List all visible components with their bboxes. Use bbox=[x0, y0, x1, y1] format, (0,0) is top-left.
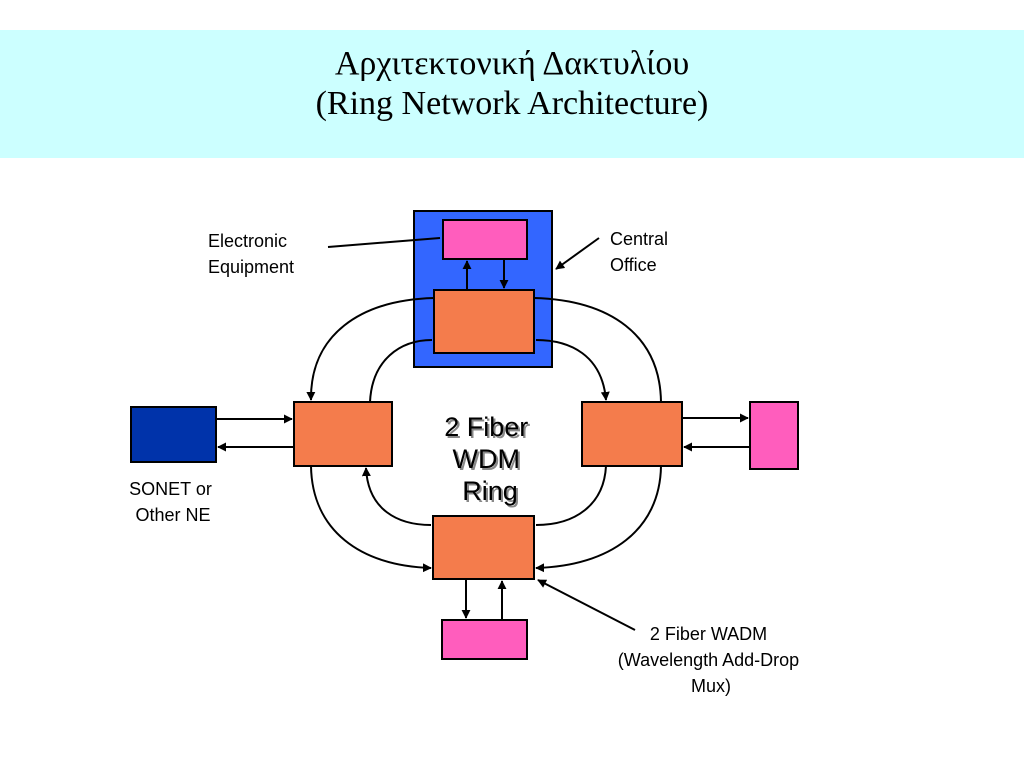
electronic-equipment-box bbox=[442, 219, 528, 260]
title-greek: Αρχιτεκτονική Δακτυλίου bbox=[334, 45, 690, 82]
central-office-pointer bbox=[555, 237, 600, 270]
wadm-node-bottom bbox=[432, 515, 535, 580]
inner-ring-bottom-right bbox=[535, 465, 607, 526]
central-office-label: Central Office bbox=[610, 229, 673, 275]
outer-ring-top-right bbox=[533, 297, 662, 403]
electronic-equipment-label: Electronic Equipment bbox=[208, 231, 294, 277]
wadm-node-left bbox=[293, 401, 393, 467]
outer-ring-top-left bbox=[306, 297, 435, 401]
outer-ring-bottom-left bbox=[310, 465, 432, 573]
wadm-label: 2 Fiber WADM (Wavelength Add-Drop Mux) bbox=[618, 624, 804, 696]
bottom-equipment-box bbox=[441, 619, 528, 660]
wadm-pointer bbox=[537, 579, 636, 631]
title-band: Αρχιτεκτονική Δακτυλίου (Ring Network Ar… bbox=[0, 30, 1024, 158]
svg-text:2 Fiber WDM Ring: 2 Fiber WDM Ring bbox=[446, 414, 538, 508]
wadm-node-right bbox=[581, 401, 683, 467]
inner-ring-top-right bbox=[535, 339, 610, 401]
inner-ring-top-left bbox=[369, 339, 433, 403]
outer-ring-bottom-right bbox=[535, 465, 662, 573]
title-english: (Ring Network Architecture) bbox=[315, 85, 709, 122]
inner-ring-bottom-left bbox=[361, 467, 432, 526]
svg-text:2 Fiber WDM Ring: 2 Fiber WDM Ring bbox=[444, 412, 536, 506]
sonet-label: SONET or Other NE bbox=[129, 479, 217, 525]
wadm-node-top bbox=[433, 289, 535, 354]
ring-label: 2 Fiber WDM Ring 2 Fiber WDM Ring bbox=[444, 412, 538, 508]
right-equipment-box bbox=[749, 401, 799, 470]
sonet-ne-box bbox=[130, 406, 217, 463]
electronic-equipment-pointer bbox=[327, 237, 441, 248]
